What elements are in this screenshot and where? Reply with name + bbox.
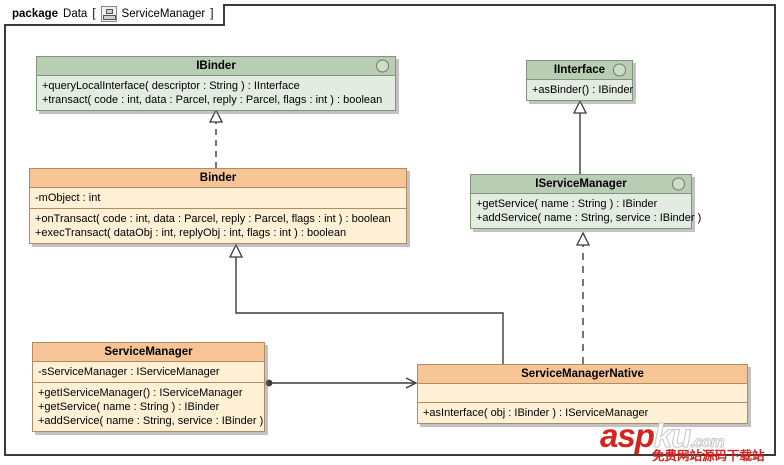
class-header-iservicemanager: IServiceManager: [471, 175, 691, 194]
uml-class-ibinder[interactable]: IBinder +queryLocalInterface( descriptor…: [36, 56, 396, 111]
uml-class-binder[interactable]: Binder -mObject : int +onTransact( code …: [29, 168, 407, 244]
operations-compartment-iinterface: +asBinder() : IBinder: [527, 80, 634, 100]
attribute-row: -mObject : int: [35, 192, 101, 204]
operation-row: +transact( code : int, data : Parcel, re…: [42, 94, 383, 106]
operations-compartment-binder: +onTransact( code : int, data : Parcel, …: [30, 209, 406, 243]
class-name-servicemanagernative: ServiceManagerNative: [521, 368, 644, 380]
attributes-compartment-servicemanager: -sServiceManager : IServiceManager: [33, 362, 264, 383]
package-header-tab: package Data [ ServiceManager ]: [4, 4, 226, 26]
operations-compartment-ibinder: +queryLocalInterface( descriptor : Strin…: [37, 76, 395, 110]
class-diagram-icon: [100, 6, 117, 22]
uml-class-servicemanagernative[interactable]: ServiceManagerNative +asInterface( obj :…: [417, 364, 748, 424]
operation-row: +getService( name : String ) : IBinder: [38, 401, 220, 413]
package-keyword: package: [12, 8, 59, 20]
operation-row: +addService( name : String, service : IB…: [38, 415, 264, 427]
class-name-ibinder: IBinder: [196, 60, 236, 72]
attribute-row: -sServiceManager : IServiceManager: [38, 366, 220, 378]
class-name-iservicemanager: IServiceManager: [535, 178, 627, 190]
class-header-ibinder: IBinder: [37, 57, 395, 76]
attributes-compartment-servicemanagernative: [418, 384, 747, 403]
operation-row: +getIServiceManager() : IServiceManager: [38, 387, 243, 399]
class-header-servicemanagernative: ServiceManagerNative: [418, 365, 747, 384]
class-name-iinterface: IInterface: [553, 64, 606, 76]
operations-compartment-servicemanager: +getIServiceManager() : IServiceManager …: [33, 383, 264, 431]
operation-row: +queryLocalInterface( descriptor : Strin…: [42, 80, 300, 92]
class-header-binder: Binder: [30, 169, 406, 188]
uml-class-servicemanager[interactable]: ServiceManager -sServiceManager : IServi…: [32, 342, 265, 432]
operations-compartment-servicemanagernative: +asInterface( obj : IBinder ) : IService…: [418, 403, 747, 423]
operation-row: +onTransact( code : int, data : Parcel, …: [35, 213, 391, 225]
operation-row: +asBinder() : IBinder: [532, 84, 634, 96]
uml-class-iinterface[interactable]: IInterface +asBinder() : IBinder: [526, 60, 633, 101]
class-header-servicemanager: ServiceManager: [33, 343, 264, 362]
bracket-close: ]: [210, 8, 214, 20]
interface-circle-icon: [613, 63, 626, 77]
operation-row: +getService( name : String ) : IBinder: [476, 198, 658, 210]
operation-row: +execTransact( dataObj : int, replyObj :…: [35, 227, 347, 239]
class-name-servicemanager: ServiceManager: [104, 346, 193, 358]
operation-row: +asInterface( obj : IBinder ) : IService…: [423, 407, 649, 419]
class-name-binder: Binder: [199, 172, 237, 184]
class-header-iinterface: IInterface: [527, 61, 632, 80]
diagram-name: ServiceManager: [121, 8, 206, 20]
bracket-open: [: [92, 8, 96, 20]
attributes-compartment-binder: -mObject : int: [30, 188, 406, 209]
interface-circle-icon: [376, 59, 389, 73]
operation-row: +addService( name : String, service : IB…: [476, 212, 702, 224]
interface-circle-icon: [672, 177, 685, 191]
uml-class-iservicemanager[interactable]: IServiceManager +getService( name : Stri…: [470, 174, 702, 229]
package-name: Data: [63, 8, 88, 20]
operations-compartment-iservicemanager: +getService( name : String ) : IBinder +…: [471, 194, 702, 228]
